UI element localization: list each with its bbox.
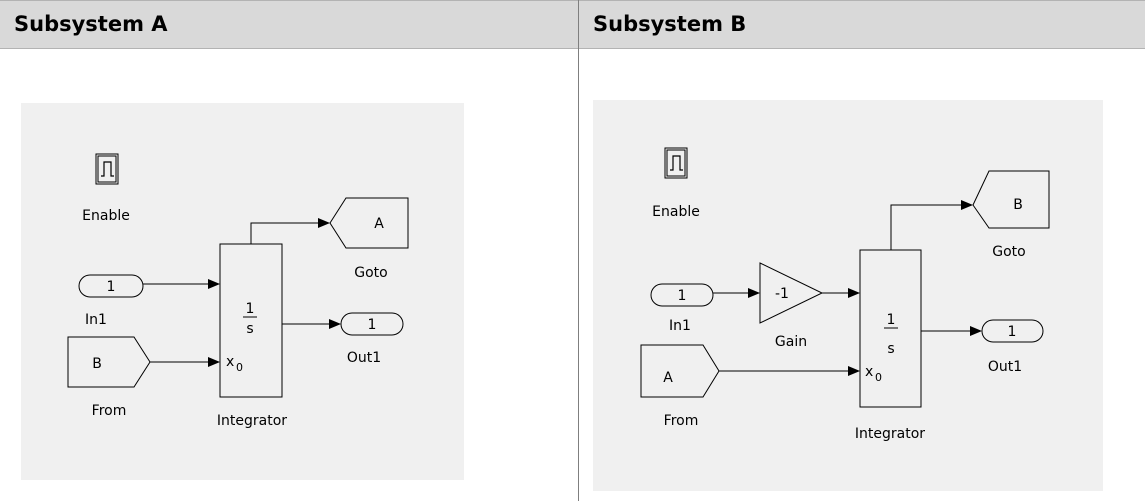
pulse-icon: [670, 155, 683, 171]
integrator-x0: x: [226, 354, 234, 370]
out1-label: Out1: [347, 350, 381, 366]
integrator-numerator: 1: [887, 312, 896, 328]
header-row: Subsystem A Subsystem B: [0, 0, 1145, 49]
integrator-label: Integrator: [217, 413, 287, 429]
goto-label: Goto: [992, 244, 1025, 260]
out1-port-number: 1: [368, 317, 377, 333]
from-block[interactable]: B: [67, 336, 151, 388]
pulse-icon: [101, 161, 114, 177]
integrator-x0-sub: 0: [236, 361, 243, 374]
diagram-subsystem-b: Enable 1 In1 -1 Gain A From 1 s x 0 Inte…: [593, 100, 1103, 491]
signal-integrator-to-goto: [250, 218, 330, 244]
in1-label: In1: [669, 318, 691, 334]
in1-port[interactable]: 1: [78, 274, 144, 298]
out1-port[interactable]: 1: [981, 319, 1044, 343]
integrator-block[interactable]: 1 s x 0: [859, 249, 922, 408]
in1-port-number: 1: [678, 288, 687, 304]
integrator-x0: x: [865, 364, 873, 380]
from-tag: B: [92, 356, 102, 372]
diagram-subsystem-a: Enable 1 In1 B From 1 s x 0 Integrator A…: [21, 103, 464, 480]
goto-label: Goto: [354, 265, 387, 281]
enable-label: Enable: [652, 204, 700, 220]
in1-port[interactable]: 1: [650, 283, 714, 307]
goto-tag: B: [1013, 197, 1023, 213]
in1-port-number: 1: [107, 279, 116, 295]
integrator-label: Integrator: [855, 426, 925, 442]
gain-block[interactable]: -1: [759, 262, 824, 324]
in1-label: In1: [85, 312, 107, 328]
integrator-denominator: s: [246, 321, 253, 337]
enable-block[interactable]: [95, 153, 119, 185]
column-divider: [578, 0, 579, 501]
enable-label: Enable: [82, 208, 130, 224]
integrator-numerator: 1: [246, 301, 255, 317]
from-block[interactable]: A: [640, 344, 720, 398]
header-subsystem-b: Subsystem B: [593, 12, 747, 36]
goto-tag: A: [374, 216, 384, 232]
from-label: From: [664, 413, 699, 429]
goto-block[interactable]: A: [329, 197, 409, 249]
enable-block[interactable]: [664, 147, 688, 179]
out1-label: Out1: [988, 359, 1022, 375]
header-subsystem-a: Subsystem A: [14, 12, 168, 36]
out1-port[interactable]: 1: [340, 312, 404, 336]
integrator-block[interactable]: 1 s x 0: [219, 243, 283, 398]
from-tag: A: [663, 370, 673, 386]
from-label: From: [92, 403, 127, 419]
out1-port-number: 1: [1008, 324, 1017, 340]
gain-value: -1: [775, 286, 789, 302]
signal-integrator-to-goto: [890, 200, 973, 250]
gain-label: Gain: [775, 334, 807, 350]
integrator-denominator: s: [887, 341, 894, 357]
integrator-x0-sub: 0: [875, 371, 882, 384]
goto-block[interactable]: B: [972, 170, 1050, 229]
